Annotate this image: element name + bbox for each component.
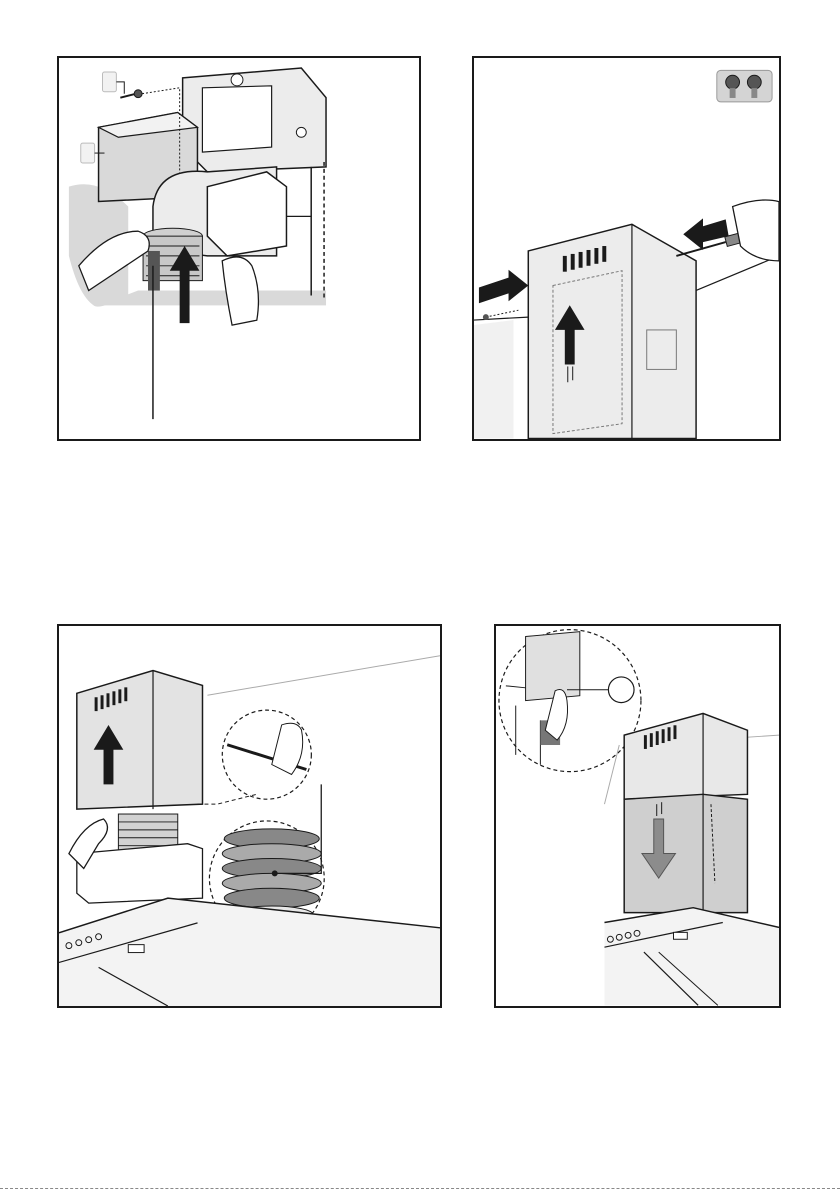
hood-canopy-shade (604, 908, 779, 1006)
duct-assembly-illustration (59, 58, 419, 439)
hose-shadow (148, 251, 160, 291)
wall-left (474, 320, 513, 438)
figure-step-4 (494, 624, 781, 1008)
ceiling-edge (474, 317, 528, 320)
bracket-opening (202, 86, 271, 152)
chimney-cover (528, 224, 696, 438)
screws-icon (717, 70, 772, 102)
duct-outlet (207, 172, 286, 256)
insert-arrow-left-icon (683, 218, 728, 250)
screw-left-icon (483, 314, 489, 320)
display-panel (128, 945, 144, 953)
callout-circle (608, 677, 634, 703)
keyhole-slot-icon (296, 127, 306, 137)
motor-housing (77, 844, 203, 903)
callout-leader-1 (116, 82, 124, 94)
callout-box-1 (103, 72, 117, 92)
flexible-hose (143, 228, 202, 290)
page-bottom-rule (0, 1188, 840, 1189)
figure-step-1 (57, 56, 421, 441)
right-hand (222, 257, 258, 325)
keyhole-slot-icon (231, 74, 243, 86)
insert-arrow-right-icon (479, 270, 528, 304)
upper-chimney (624, 713, 747, 799)
screw-path-left (486, 310, 519, 317)
ceiling-edge (207, 656, 440, 696)
detail-connector (198, 794, 257, 804)
upper-chimney (77, 671, 203, 810)
floor-shading (99, 291, 326, 306)
figure-step-2 (472, 56, 781, 441)
screw-icon (120, 90, 142, 98)
leader-dot (272, 870, 278, 876)
callout-box-2 (81, 143, 95, 163)
chimney-lower-illustration (59, 626, 440, 1006)
display-panel (673, 932, 687, 939)
ceiling-edge-right (696, 256, 779, 291)
figure-step-3 (57, 624, 442, 1008)
chimney-upper-illustration (474, 58, 779, 439)
hand (733, 200, 779, 261)
chimney-lowering-illustration (496, 626, 779, 1006)
